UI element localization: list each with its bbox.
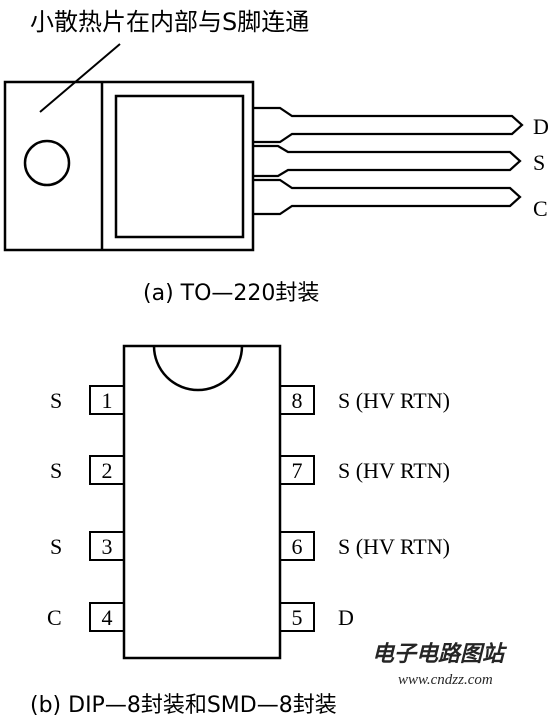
- pin-box-4: [89, 602, 125, 632]
- pin-name-4: C: [47, 605, 62, 630]
- pin-number-2: 2: [102, 458, 113, 483]
- pin-box-3: [89, 531, 125, 561]
- pin-name-8: S (HV RTN): [338, 388, 450, 413]
- lead-c: [253, 178, 522, 216]
- die-window: [114, 94, 245, 239]
- heatsink-note: 小散热片在内部与S脚连通: [30, 8, 309, 36]
- dip-body: [122, 344, 282, 660]
- pin-label-c: C: [533, 196, 548, 221]
- pin-label-s: S: [533, 150, 545, 175]
- pin-box-2: [89, 455, 125, 485]
- pin-name-2: S: [50, 458, 62, 483]
- pin-box-6: [279, 531, 315, 561]
- lead-s: [253, 144, 522, 178]
- pin-number-5: 5: [292, 605, 303, 630]
- watermark-url: www.cndzz.com: [398, 672, 493, 688]
- pin-name-1: S: [50, 388, 62, 413]
- pin-number-4: 4: [102, 605, 113, 630]
- to220-body: [3, 80, 255, 252]
- pin-box-7: [279, 455, 315, 485]
- pin-number-1: 1: [102, 388, 113, 413]
- lead-d: [253, 106, 524, 144]
- watermark: 电子电路图站 www.cndzz.com: [372, 642, 508, 688]
- pin-box-1: [89, 385, 125, 415]
- caption-a: (a) TO—220封装: [143, 281, 319, 306]
- pin-name-7: S (HV RTN): [338, 458, 450, 483]
- pin-number-3: 3: [102, 534, 113, 559]
- pin-name-5: D: [338, 605, 354, 630]
- mounting-hole: [23, 139, 71, 187]
- pin-name-3: S: [50, 534, 62, 559]
- caption-b: (b) DIP—8封装和SMD—8封装: [30, 693, 337, 718]
- pin-number-7: 7: [292, 458, 303, 483]
- pin-label-d: D: [533, 114, 549, 139]
- pin-box-5: [279, 602, 315, 632]
- watermark-title: 电子电路图站: [372, 642, 508, 667]
- pin-number-8: 8: [292, 388, 303, 413]
- orientation-notch: [152, 345, 244, 392]
- note-leader-line: [39, 43, 121, 113]
- to220-package: 小散热片在内部与S脚连通 D S C (a) TO—220封装: [3, 8, 549, 306]
- pin-name-6: S (HV RTN): [338, 534, 450, 559]
- pin-number-6: 6: [292, 534, 303, 559]
- pin-box-8: [279, 385, 315, 415]
- dip8-package: 1 2 3 4 S S S C 8 7 6 5 S (HV RTN) S (HV…: [30, 344, 450, 718]
